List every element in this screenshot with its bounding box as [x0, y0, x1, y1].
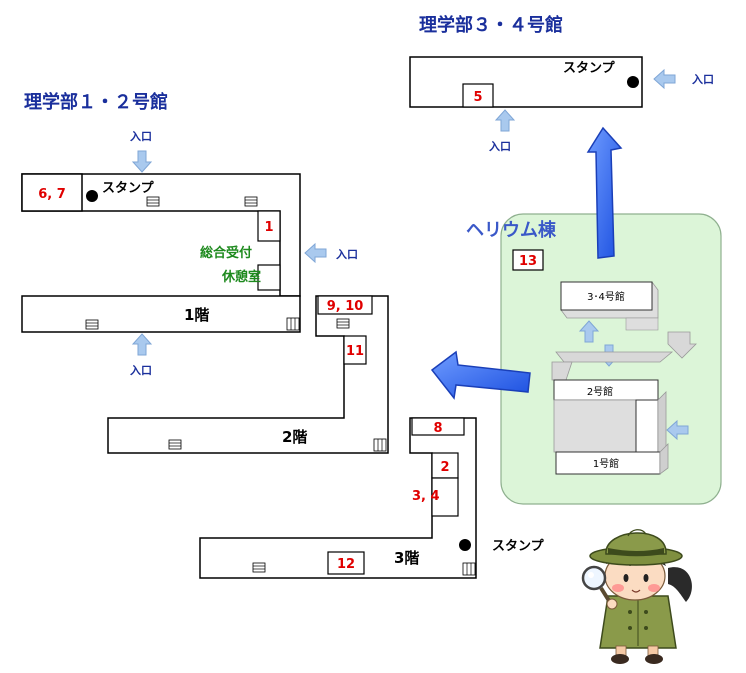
room-6-7-label: 6, 7 — [38, 187, 66, 202]
arrow-up-icon — [132, 333, 152, 356]
room-5-label: 5 — [473, 90, 482, 105]
floor3-floorplan: 8 2 3, 4 12 3階 スタンプ — [199, 417, 545, 579]
room-12-label: 12 — [337, 557, 355, 572]
room-5-box — [462, 83, 494, 108]
room-2-label: 2 — [440, 460, 449, 475]
lounge-label: 休憩室 — [221, 269, 261, 285]
room-12-box — [327, 551, 365, 575]
stamp-label-1f: スタンプ — [102, 181, 155, 196]
stairs-icon — [462, 562, 476, 576]
floor2-floorplan: 9, 10 11 2階 — [107, 295, 389, 454]
mini-bldg34-label: 3･4号館 — [587, 290, 625, 303]
stamp-label-3f: スタンプ — [492, 539, 545, 554]
room-9-10-label: 9, 10 — [327, 299, 364, 314]
room-9-10-box — [317, 295, 373, 315]
arrow-down-icon — [132, 150, 152, 173]
stairs-icon — [252, 562, 266, 573]
room-1-label: 1 — [264, 220, 273, 235]
big-arrow-left-icon — [430, 350, 531, 400]
lounge-box — [257, 264, 281, 291]
mini-bldg1-label: 1号館 — [593, 457, 619, 470]
arrow-left-icon — [304, 243, 327, 263]
room-3-4-label: 3, 4 — [412, 489, 440, 504]
stamp-marker-34 — [627, 76, 639, 88]
mini-building12: 2号館 1号館 — [551, 351, 674, 475]
stairs-icon — [168, 439, 182, 450]
entrance-label-34-east: 入口 — [692, 73, 714, 86]
room-13-box — [512, 249, 544, 271]
stairs-icon — [85, 319, 99, 330]
floor2-label: 2階 — [282, 428, 307, 446]
stairs-icon — [336, 318, 350, 329]
mini-building34: 3･4号館 — [560, 281, 659, 331]
stamp-marker-1f — [86, 190, 98, 202]
room-8-label: 8 — [433, 421, 442, 436]
entrance-label-east: 入口 — [336, 248, 358, 261]
detective-mascot-icon — [581, 529, 692, 664]
room-3-4-box — [431, 477, 459, 517]
room-11-box — [343, 335, 367, 365]
arrow-up-icon — [495, 109, 515, 132]
helium-area: ヘリウム棟 13 3･4号館 2号館 1号館 — [466, 213, 722, 505]
building34-floorplan: 5 スタンプ 入口 入口 — [409, 56, 714, 153]
building34-title: 理学部３・４号館 — [419, 14, 563, 36]
stairs-icon — [146, 196, 160, 207]
room-13-label: 13 — [519, 254, 537, 269]
helium-title: ヘリウム棟 — [466, 219, 557, 241]
room-11-label: 11 — [346, 344, 364, 359]
room-1-box — [257, 210, 281, 242]
building12-title: 理学部１・２号館 — [24, 91, 168, 113]
room-6-7-box — [21, 173, 83, 212]
room-8-box — [411, 417, 465, 436]
entrance-label-34-south: 入口 — [489, 140, 511, 153]
stairs-icon — [244, 196, 258, 207]
entrance-label-north: 入口 — [130, 130, 152, 143]
stairs-icon — [373, 438, 387, 452]
stamp-label-34: スタンプ — [563, 61, 616, 76]
building12-floorplan: 6, 7 スタンプ 1 総合受付 休憩室 1階 入口 入口 入口 — [21, 130, 358, 377]
big-arrow-up-icon — [586, 126, 623, 259]
reception-label: 総合受付 — [200, 245, 252, 261]
mini-shape — [667, 331, 697, 359]
room-2-box — [431, 452, 459, 479]
mini-bldg2-label: 2号館 — [587, 385, 613, 398]
stairs-icon — [286, 317, 300, 331]
arrow-left-icon — [653, 69, 676, 89]
floor3-label: 3階 — [394, 549, 419, 567]
stamp-marker-3f — [459, 539, 471, 551]
floor1-label: 1階 — [184, 306, 209, 324]
entrance-label-south: 入口 — [130, 364, 152, 377]
